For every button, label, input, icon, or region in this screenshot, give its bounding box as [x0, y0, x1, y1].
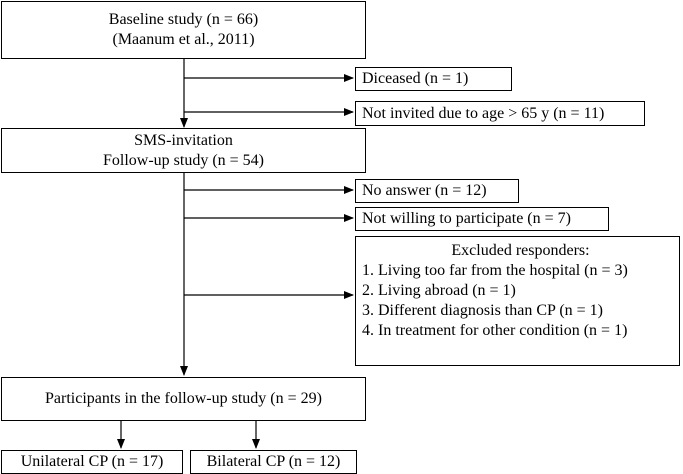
sms-invitation-line1: SMS-invitation — [134, 131, 233, 149]
deceased-box: Diceased (n = 1) — [355, 67, 512, 91]
baseline-study-line2: (Maanum et al., 2011) — [112, 31, 255, 48]
participants-box: Participants in the follow-up study (n =… — [1, 377, 366, 421]
excluded-item: 2. Living abroad (n = 1) — [362, 282, 516, 299]
excluded-responders-title: Excluded responders: — [451, 242, 590, 259]
unilateral-label: Unilateral CP (n = 17) — [20, 453, 164, 470]
not-willing-label: Not willing to participate (n = 7) — [362, 210, 571, 227]
excluded-item: 1. Living too far from the hospital (n =… — [362, 262, 628, 279]
not-invited-label: Not invited due to age > 65 y (n = 11) — [362, 104, 605, 122]
not-willing-box: Not willing to participate (n = 7) — [355, 207, 609, 231]
excluded-responders-box: Excluded responders: 1. Living too far f… — [355, 236, 680, 366]
no-answer-label: No answer (n = 12) — [362, 182, 487, 199]
excluded-item: 3. Different diagnosis than CP (n = 1) — [362, 302, 603, 319]
baseline-study-box: Baseline study (n = 66) (Maanum et al., … — [1, 1, 366, 59]
unilateral-box: Unilateral CP (n = 17) — [1, 450, 183, 474]
not-invited-box: Not invited due to age > 65 y (n = 11) — [355, 101, 645, 126]
sms-invitation-line2: Follow-up study (n = 54) — [102, 151, 265, 169]
bilateral-label: Bilateral CP (n = 12) — [206, 453, 341, 470]
bilateral-box: Bilateral CP (n = 12) — [190, 450, 357, 474]
participants-label: Participants in the follow-up study (n =… — [45, 390, 322, 407]
no-answer-box: No answer (n = 12) — [355, 179, 519, 203]
sms-invitation-box: SMS-invitation Follow-up study (n = 54) — [1, 128, 366, 173]
deceased-label: Diceased (n = 1) — [362, 70, 469, 87]
excluded-item: 4. In treatment for other condition (n =… — [362, 322, 628, 339]
baseline-study-line1: Baseline study (n = 66) — [108, 11, 259, 28]
